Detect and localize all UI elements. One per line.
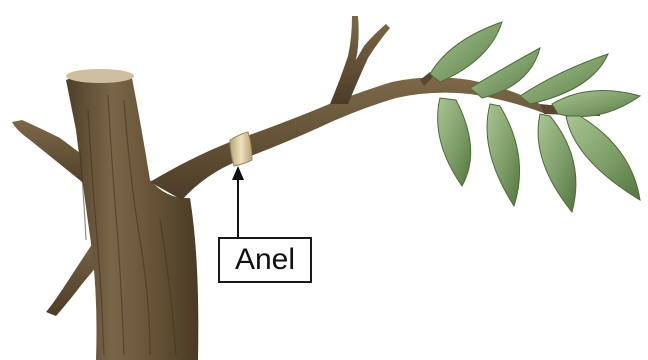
trunk <box>66 74 198 360</box>
leaf <box>566 116 640 200</box>
trunk-cut-top <box>66 69 134 83</box>
leaf <box>438 98 471 186</box>
ring-label: Anel <box>218 237 312 283</box>
bark-ring <box>230 132 252 166</box>
leaf <box>487 104 520 206</box>
leaves <box>430 22 640 212</box>
leaf <box>430 22 502 82</box>
label-pointer <box>232 166 244 237</box>
leaf <box>552 91 640 117</box>
